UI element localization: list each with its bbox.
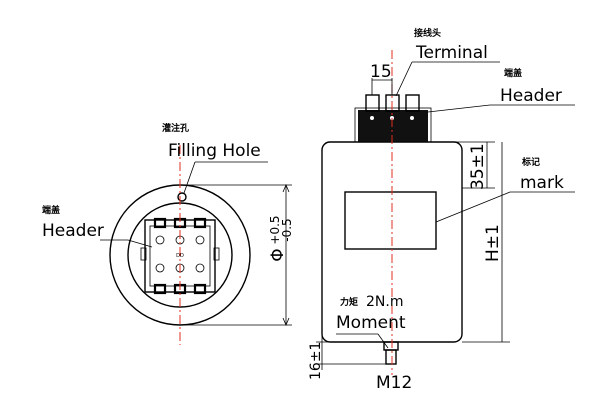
front-terminals [365,94,420,120]
moment-label: Moment [336,313,406,333]
moment-value: 2N.m [366,294,403,310]
header-height-label: 35±1 [468,143,488,190]
terminal-holes [155,235,205,273]
body-height-label: H±1 [483,224,503,262]
pitch-label: 15 [370,62,392,82]
header-band [358,110,428,142]
thread-label: M12 [376,373,412,393]
filling-hole-label: Filling Hole [168,141,261,161]
top-view: DD Φ +0.5 -0.5 灌注孔 Filling Hole 端盖 Heade… [42,122,294,345]
mark-plate [344,191,437,250]
header-left-cn: 端盖 [42,204,60,216]
svg-text:Φ: Φ [268,248,288,261]
header-right-cn: 端盖 [504,67,522,79]
terminal-label: Terminal [415,43,488,63]
mark-label: mark [520,173,564,193]
header-right-label: Header [500,86,562,106]
terminal-cn: 接线头 [414,27,441,39]
svg-text:+0.5: +0.5 [268,215,282,244]
svg-text:-0.5: -0.5 [280,218,294,241]
stud-length-label: 16±1 [308,342,324,380]
diameter-label: Φ +0.5 -0.5 [268,215,294,261]
filling-hole-cn: 灌注孔 [162,122,189,134]
front-view: 15 接线头 Terminal 端盖 Header 35±1 H±1 标记 ma… [308,27,575,393]
mark-cn: 标记 [521,156,540,168]
header-left-label: Header [42,221,104,241]
filling-hole-icon [177,192,187,202]
moment-cn: 力矩 [340,296,358,308]
